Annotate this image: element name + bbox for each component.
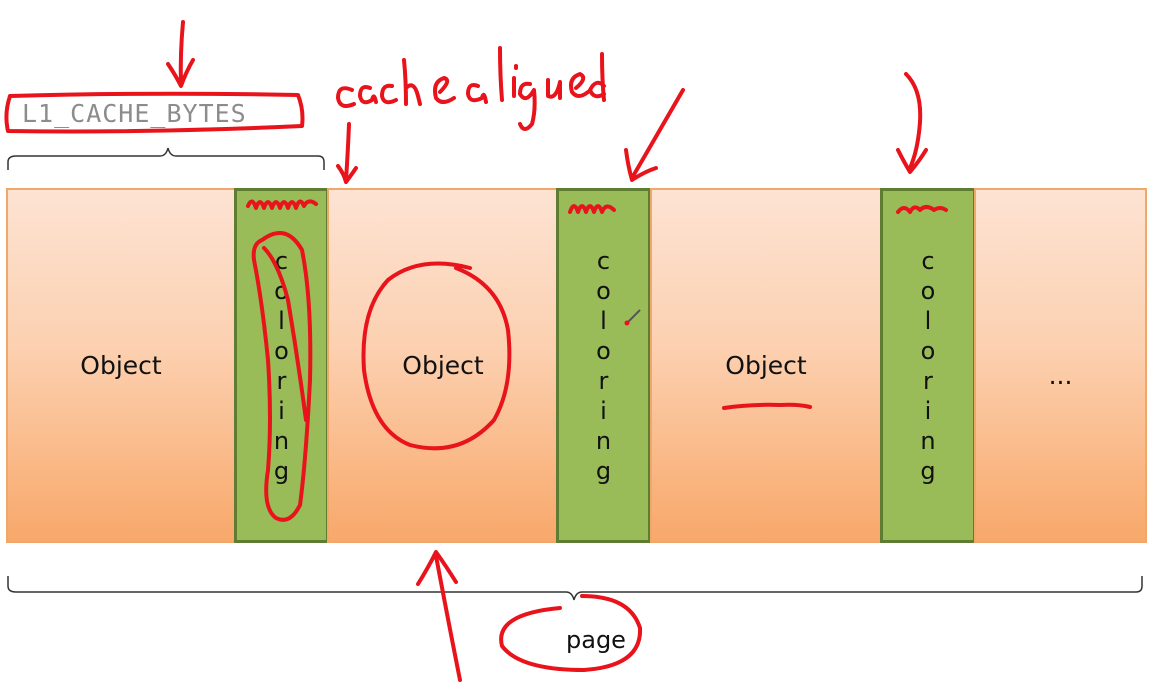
coloring-letter: c: [596, 246, 611, 275]
coloring-letter: n: [273, 426, 290, 455]
coloring-letter: g: [595, 456, 612, 485]
l1-cache-bytes-label: L1_CACHE_BYTES: [22, 99, 247, 128]
coloring-letter: r: [923, 366, 933, 395]
coloring-letter: o: [596, 336, 611, 365]
coloring-letter: r: [276, 366, 287, 395]
coloring-letter: l: [924, 306, 932, 335]
coloring-letter: r: [598, 366, 609, 395]
page-brace: [7, 576, 1143, 601]
page-label: page: [566, 626, 626, 654]
coloring-letter: n: [920, 426, 936, 455]
object-block-2: Object: [327, 188, 559, 543]
handwriting-cache-aligned: [336, 46, 606, 131]
arrow-cache-aligned: [344, 122, 351, 182]
object-block-3: Object: [650, 188, 882, 543]
object-label-2: Object: [402, 351, 484, 380]
coloring-letter: i: [600, 396, 607, 425]
arrow-to-label: [178, 20, 185, 86]
arrow-to-page: [434, 554, 462, 682]
coloring-letter: l: [278, 306, 285, 335]
coloring-letter: l: [600, 306, 607, 335]
coloring-letter: o: [274, 276, 289, 305]
ellipsis-label: ...: [1048, 361, 1073, 390]
coloring-letter: o: [274, 336, 289, 365]
arrow-coloring-3: [904, 72, 923, 170]
coloring-letter: g: [273, 456, 290, 485]
coloring-letter: n: [595, 426, 612, 455]
coloring-letter: g: [920, 456, 936, 485]
coloring-letter: i: [278, 396, 285, 425]
object-label-3: Object: [725, 351, 807, 380]
coloring-letter: o: [596, 276, 611, 305]
object-label-1: Object: [80, 351, 162, 380]
coloring-letter: o: [920, 336, 936, 365]
coloring-letter: o: [920, 276, 936, 305]
arrow-coloring-2: [630, 88, 685, 180]
object-block-1: Object: [6, 188, 236, 543]
ellipsis-block: ...: [974, 188, 1147, 543]
coloring-letter: c: [921, 246, 935, 275]
coloring-letter: i: [924, 396, 932, 425]
coloring-letter: c: [274, 246, 289, 275]
cache-bytes-brace: [7, 147, 325, 170]
